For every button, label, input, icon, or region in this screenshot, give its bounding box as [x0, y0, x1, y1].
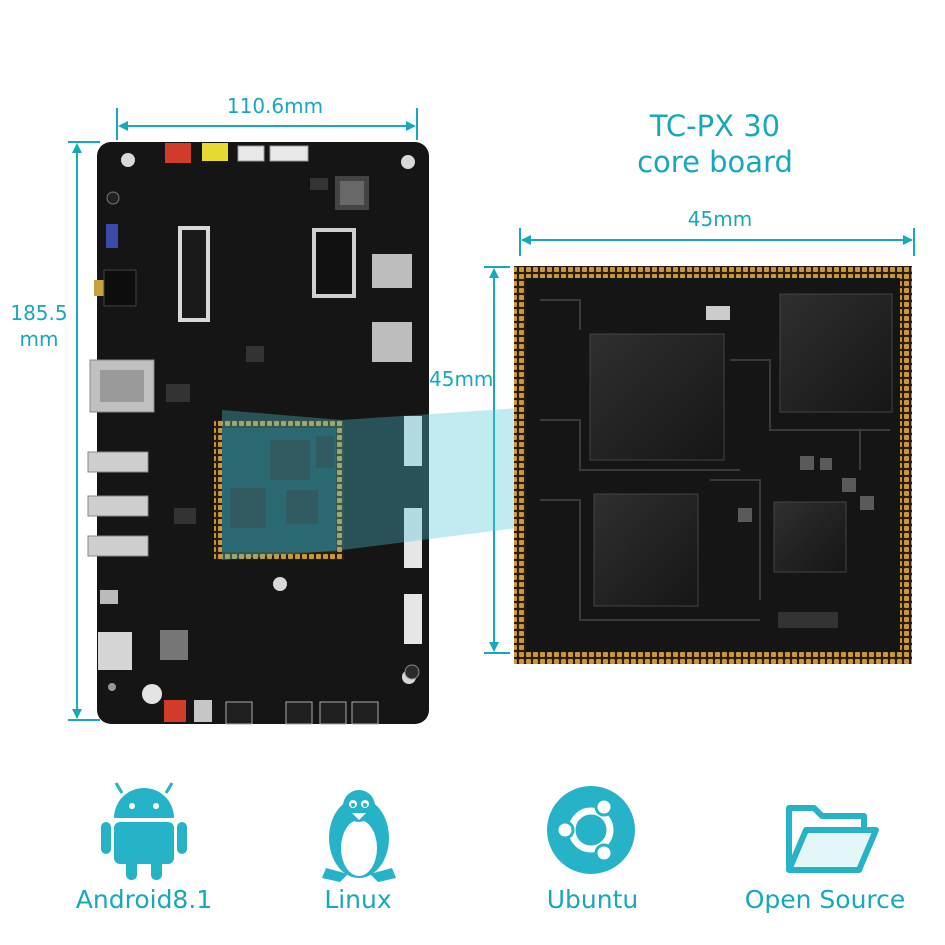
core-height-dimension	[484, 266, 510, 654]
carrier-board	[87, 142, 429, 725]
core-board-title-line2: core board	[637, 145, 793, 179]
core-width-dimension	[519, 228, 915, 256]
feature-label-android: Android8.1	[75, 885, 213, 914]
carrier-height-label: 185.5 mm	[8, 300, 70, 352]
feature-label-open-source: Open Source	[744, 885, 906, 914]
core-board	[514, 266, 912, 664]
carrier-height-value: 185.5	[10, 301, 68, 325]
feature-label-linux: Linux	[324, 885, 392, 914]
carrier-width-dimension	[116, 108, 418, 140]
ubuntu-icon	[547, 786, 635, 874]
core-width-label: 45mm	[687, 207, 753, 231]
feature-label-ubuntu: Ubuntu	[546, 885, 639, 914]
carrier-height-unit: mm	[19, 327, 59, 351]
linux-tux-icon	[322, 790, 396, 882]
android-icon	[101, 782, 187, 880]
carrier-width-label: 110.6mm	[226, 94, 324, 118]
core-board-title: TC-PX 30 core board	[600, 108, 830, 180]
core-board-title-line1: TC-PX 30	[649, 109, 781, 143]
carrier-height-dimension	[68, 141, 100, 721]
zoom-highlight	[222, 408, 585, 560]
folder-icon	[786, 805, 879, 873]
core-height-label: 45mm	[429, 367, 494, 391]
